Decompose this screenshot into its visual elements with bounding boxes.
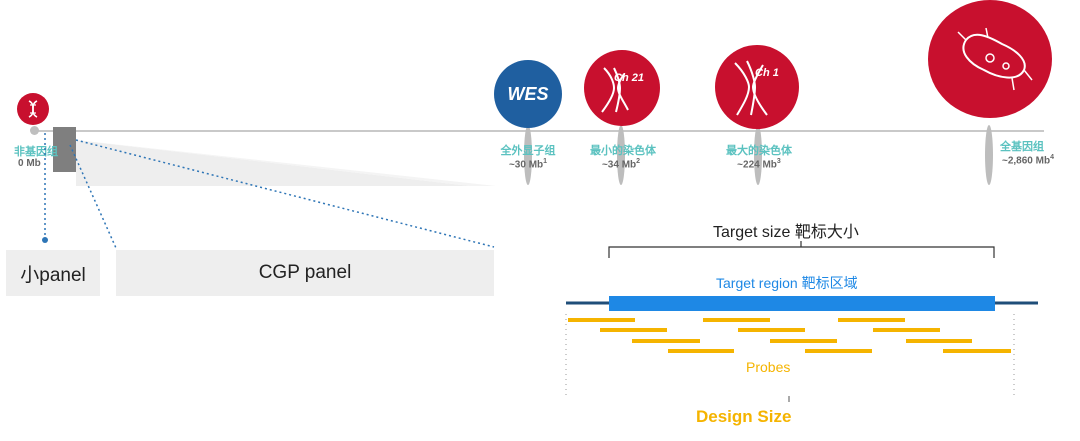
chromosome-21-icon: Ch 21 xyxy=(584,50,660,126)
scale-origin-dot xyxy=(30,126,39,135)
scale-label-ch1: 最大的染色体 xyxy=(726,145,792,157)
dna-icon xyxy=(17,93,49,125)
zoom-region-box xyxy=(53,127,76,172)
scale-axis-line xyxy=(34,130,1044,132)
scale-label-wgs: 全基因组 xyxy=(1000,141,1044,153)
scale-label-ch21: 最小的染色体 xyxy=(590,145,656,157)
scale-size-wgs: ~2,860 Mb4 xyxy=(1002,154,1054,167)
target-region-label: Target region 靶标区域 xyxy=(716,275,858,291)
marker-ch21 xyxy=(617,125,625,185)
small-panel-label: 小panel xyxy=(20,264,86,286)
wes-badge: WES xyxy=(494,60,562,128)
probes-label: Probes xyxy=(746,359,791,375)
cgp-panel-box: CGP panel xyxy=(116,250,494,296)
chromosome-1-icon: Ch 1 xyxy=(715,45,799,129)
wes-badge-text: WES xyxy=(507,83,549,104)
scale-size-ch21: ~34 Mb2 xyxy=(601,158,641,171)
chromosome-1-label: Ch 1 xyxy=(755,67,779,79)
marker-ch1 xyxy=(754,125,762,185)
scale-size-non-genome: 0 Mb xyxy=(18,158,41,169)
small-panel-box: 小panel xyxy=(6,250,100,296)
scale-size-ch1: ~224 Mb3 xyxy=(737,158,781,171)
chromosome-21-label: Ch 21 xyxy=(614,72,644,84)
marker-wgs xyxy=(985,125,993,185)
scale-label-non-genome: 非基因组 xyxy=(14,146,58,158)
marker-wes xyxy=(524,125,532,185)
scale-size-wes: ~30 Mb1 xyxy=(508,158,548,171)
scale-label-wes: 全外显子组 xyxy=(500,145,556,157)
cgp-panel-label: CGP panel xyxy=(258,262,352,283)
bacterium-icon xyxy=(928,0,1052,118)
design-size-label: Design Size xyxy=(696,407,792,426)
target-size-title: Target size 靶标大小 xyxy=(713,224,859,241)
